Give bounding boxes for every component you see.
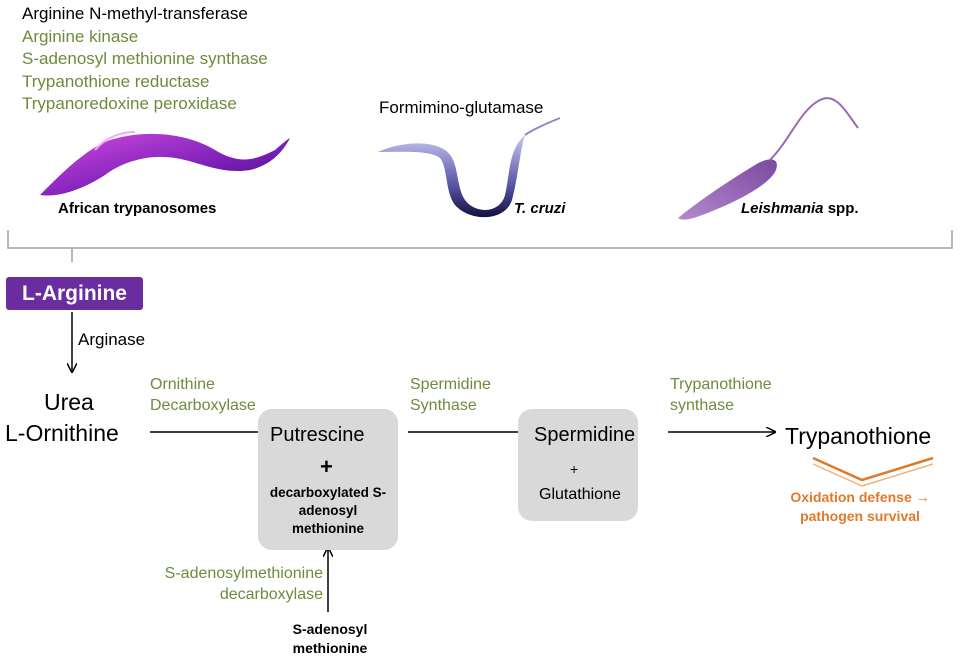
glutathione-label: Glutathione: [539, 486, 621, 503]
t-cruzi-image: [378, 117, 561, 218]
plus-sign: +: [320, 454, 333, 479]
spermidine-label: Spermidine: [534, 424, 636, 446]
leishmania-label: Leishmania spp.: [741, 200, 859, 217]
arginase-label: Arginase: [78, 330, 146, 349]
t-cruzi-label: T. cruzi: [514, 200, 566, 217]
orange-chevron: [812, 456, 934, 482]
sam-decarboxylase-label: S-adenosylmethionine decarboxylase: [164, 565, 323, 603]
decarboxylated-sam-label: decarboxylated S-adenosyl methionine: [269, 485, 387, 536]
enzyme-green-4: Trypanoredoxine peroxidase: [22, 94, 237, 113]
organism-bracket: [7, 230, 953, 262]
header-enzyme-list: Arginine N-methyl-transferase Arginine k…: [22, 3, 268, 116]
african-trypanosome-image: [40, 131, 290, 196]
enzyme-green-3: Trypanothione reductase: [22, 71, 210, 91]
african-trypanosomes-label: African trypanosomes: [58, 200, 217, 217]
spermidine-box: [518, 409, 638, 521]
enzyme-black: Arginine N-methyl-transferase: [22, 4, 248, 23]
putrescine-box: [258, 409, 398, 550]
l-ornithine-label: L-Ornithine: [5, 420, 119, 446]
l-arginine-box: L-Arginine: [6, 277, 143, 310]
leishmania-image: [678, 97, 859, 220]
plus-sign-small: +: [570, 461, 579, 477]
enzyme-green-1: Arginine kinase: [22, 26, 139, 46]
urea-label: Urea: [44, 389, 94, 415]
putrescine-label: Putrescine: [270, 424, 365, 446]
enzyme-green-2: S-adenosyl methionine synthase: [22, 49, 268, 68]
trypanothione-label: Trypanothione: [785, 423, 932, 449]
s-adenosyl-methionine-label: S-adenosyl methionine: [292, 621, 368, 656]
formimino-glutamase-label: Formimino-glutamase: [379, 98, 544, 117]
oxidation-defense-label: Oxidation defense → pathogen survival: [790, 489, 930, 524]
